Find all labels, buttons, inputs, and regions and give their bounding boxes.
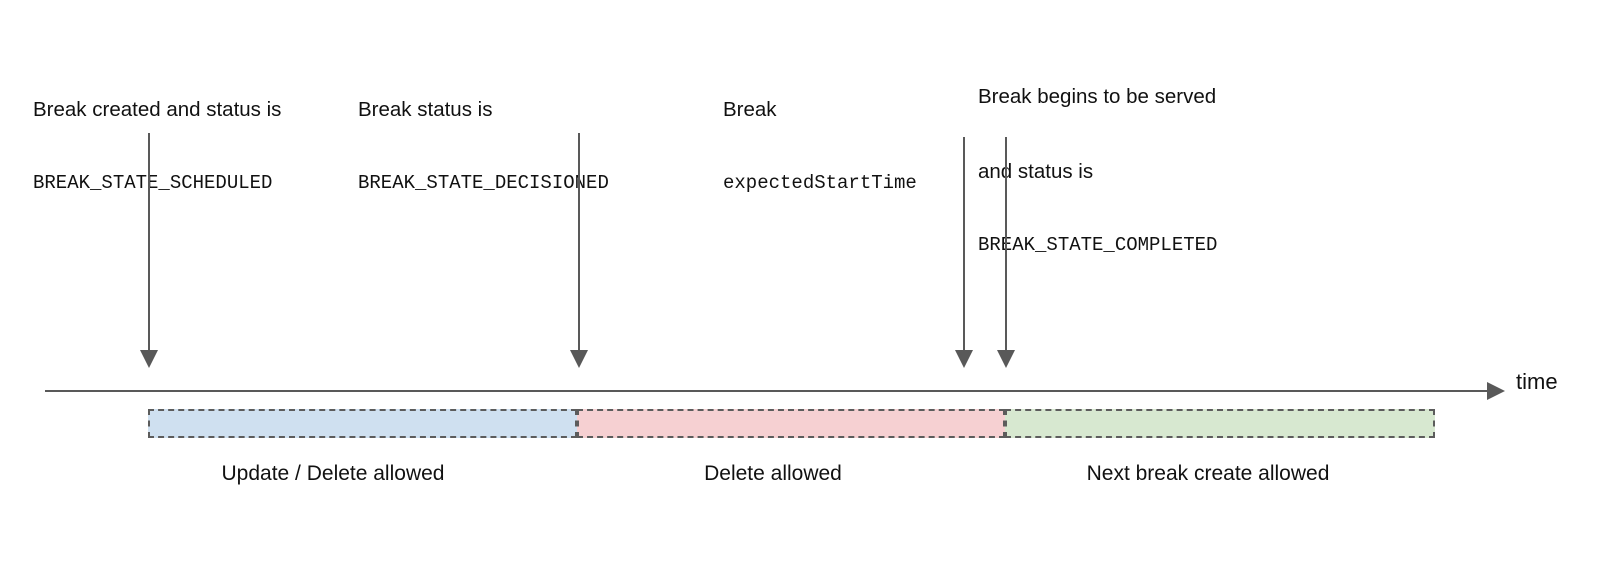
- pointer-arrowhead-scheduled: [140, 350, 158, 368]
- annotation-scheduled-line-1: Break created and status is: [33, 98, 282, 122]
- time-axis-line: [45, 390, 1487, 392]
- annotation-decisioned-line-2: BREAK_STATE_DECISIONED: [358, 171, 609, 194]
- phase-bar-delete-only: [577, 409, 1005, 438]
- pointer-arrowhead-completed: [997, 350, 1015, 368]
- phase-caption-delete-only: Delete allowed: [704, 462, 842, 485]
- pointer-line-scheduled: [148, 133, 150, 350]
- annotation-scheduled: Break created and status is BREAK_STATE_…: [33, 50, 281, 242]
- time-axis-arrowhead-icon: [1487, 382, 1505, 400]
- pointer-line-decisioned: [578, 133, 580, 350]
- annotation-scheduled-line-2: BREAK_STATE_SCHEDULED: [33, 171, 273, 194]
- annotation-completed-line-1: Break begins to be served: [978, 85, 1217, 109]
- annotation-decisioned-line-1: Break status is: [358, 98, 493, 122]
- phase-caption-next-break-create: Next break create allowed: [1086, 462, 1330, 485]
- pointer-line-completed: [1005, 137, 1007, 350]
- phase-caption-update-delete: Update / Delete allowed: [221, 462, 445, 485]
- annotation-expected-start-time-line-1: Break: [723, 98, 777, 122]
- annotation-expected-start-time-line-2: expectedStartTime: [723, 171, 917, 194]
- pointer-line-expected-start-time: [963, 137, 965, 350]
- annotation-completed: Break begins to be served and status is …: [978, 37, 1217, 304]
- annotation-expected-start-time: Break expectedStartTime: [723, 50, 917, 242]
- time-axis-label: time: [1516, 369, 1558, 394]
- pointer-arrowhead-expected-start-time: [955, 350, 973, 368]
- annotation-completed-line-2: and status is: [978, 159, 1094, 183]
- pointer-arrowhead-decisioned: [570, 350, 588, 368]
- annotation-decisioned: Break status is BREAK_STATE_DECISIONED: [358, 50, 609, 242]
- phase-bar-next-break-create: [1005, 409, 1435, 438]
- annotation-completed-line-3: BREAK_STATE_COMPLETED: [978, 233, 1218, 256]
- phase-bar-update-delete: [148, 409, 577, 438]
